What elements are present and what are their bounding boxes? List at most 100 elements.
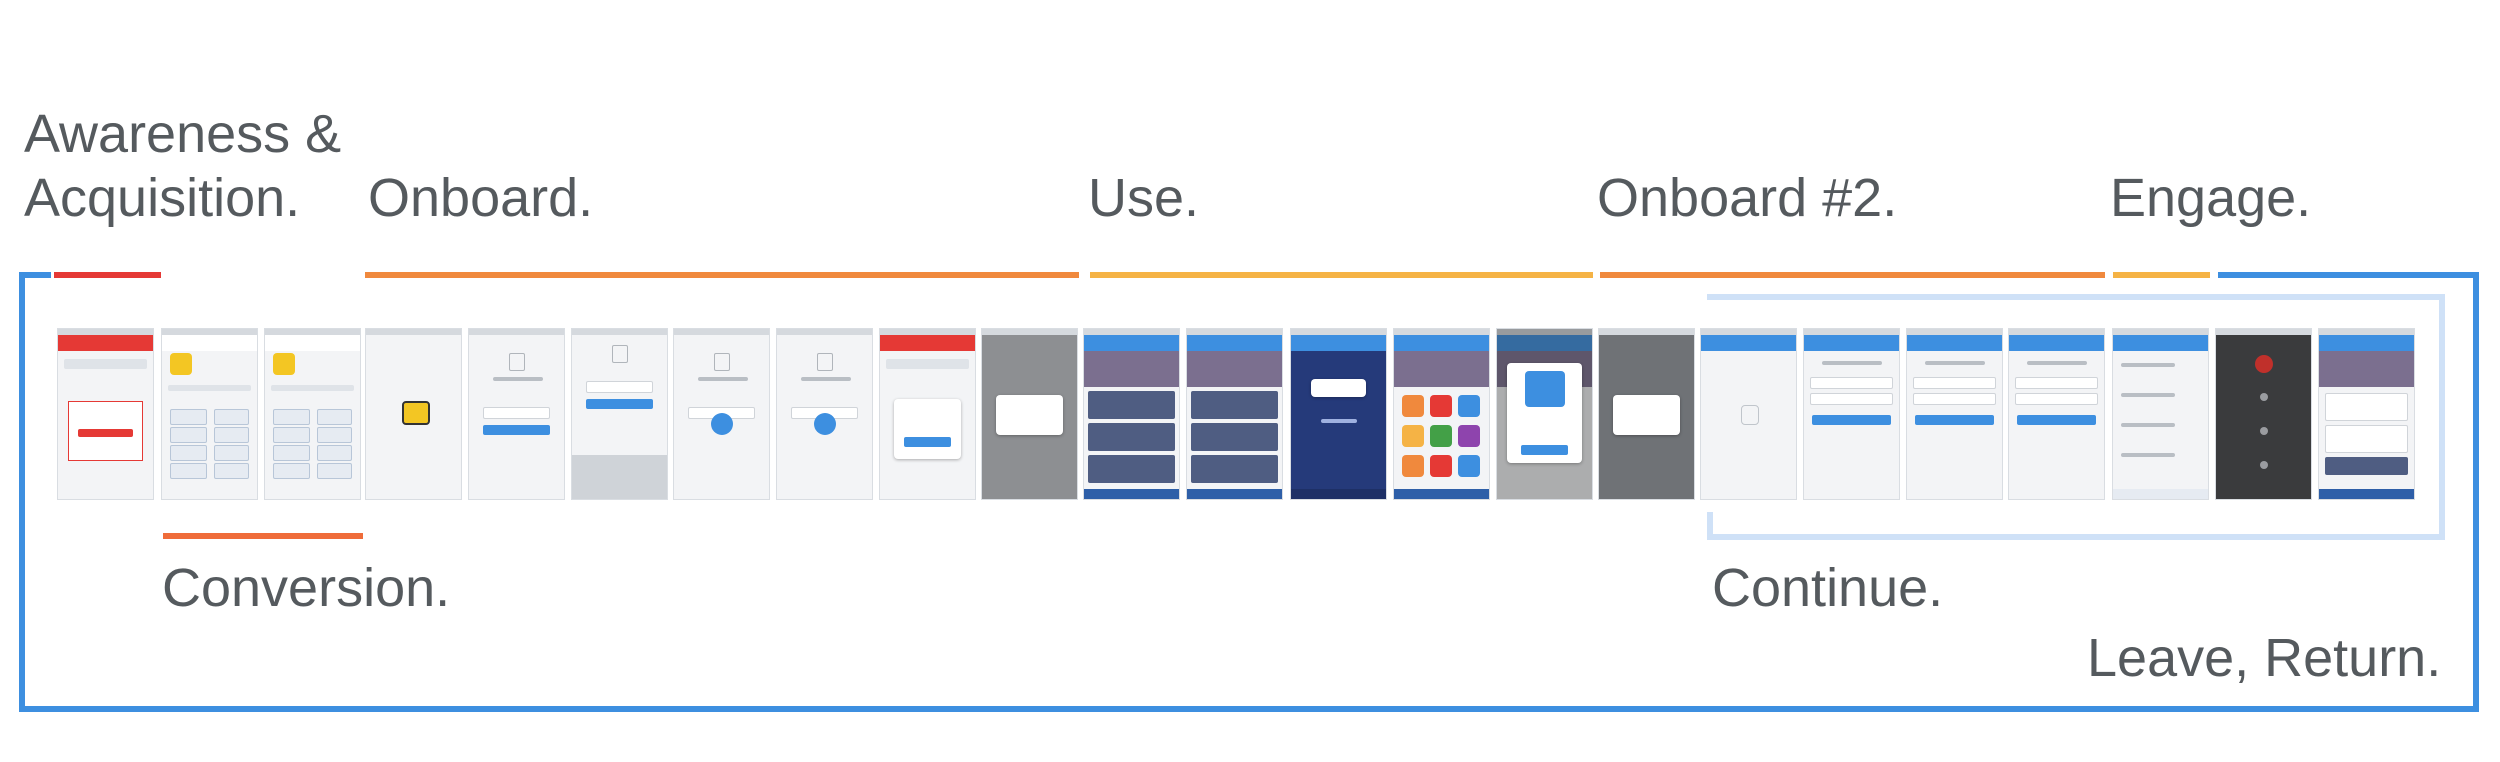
row-shape	[2325, 393, 2408, 421]
status-shape	[1497, 329, 1592, 335]
row-shape	[1810, 393, 1893, 405]
sq-shape	[1458, 395, 1480, 417]
dot-shape	[2260, 461, 2268, 469]
row-shape	[64, 359, 147, 369]
topbar-shape	[162, 335, 257, 351]
hero-shape	[2319, 351, 2414, 387]
status-shape	[1187, 329, 1282, 335]
sq-shape	[817, 353, 833, 371]
sq-shape	[1430, 425, 1452, 447]
topbar-shape	[1804, 335, 1899, 351]
sq-shape	[1402, 425, 1424, 447]
tabbar-shape	[2319, 489, 2414, 499]
row-shape	[2325, 425, 2408, 453]
btn-shape	[1915, 415, 1994, 425]
row-shape	[170, 427, 207, 443]
row-shape	[214, 409, 249, 425]
row-shape	[1191, 455, 1278, 483]
hero-shape	[1187, 351, 1282, 387]
app-screen-thumbnail	[57, 328, 154, 500]
txt-shape	[2121, 393, 2175, 397]
sq-shape	[170, 353, 192, 375]
stage-leave-return: Leave, Return.	[2087, 628, 2442, 688]
conversion-bar	[163, 533, 363, 539]
stage-use: Use.	[1088, 168, 1200, 228]
row-shape	[886, 359, 969, 369]
topbar-shape	[1291, 335, 1386, 351]
sq-shape	[1458, 455, 1480, 477]
status-shape	[162, 329, 257, 335]
row-shape	[1088, 391, 1175, 419]
row-shape	[273, 427, 310, 443]
app-screen-thumbnail	[1598, 328, 1695, 500]
status-shape	[58, 329, 153, 335]
stage-label-line: Awareness &	[24, 104, 342, 164]
status-shape	[2113, 329, 2208, 335]
app-screen-thumbnail	[1906, 328, 2003, 500]
app-screen-thumbnail	[981, 328, 1078, 500]
topbar-shape	[1907, 335, 2002, 351]
app-screen-thumbnail	[2318, 328, 2415, 500]
app-screen-thumbnail	[468, 328, 565, 500]
onboard-bar	[365, 272, 1079, 278]
leave-return-frame	[19, 272, 2479, 712]
hero-shape	[1084, 351, 1179, 387]
onboard-2-bar	[1600, 272, 2105, 278]
dot-shape	[2260, 427, 2268, 435]
tabbar-shape	[1187, 489, 1282, 499]
status-shape	[1907, 329, 2002, 335]
txt-shape	[1925, 361, 1985, 365]
stage-continue: Continue.	[1712, 558, 1944, 618]
dot-shape	[2255, 355, 2273, 373]
row-shape	[170, 463, 207, 479]
stage-engage: Engage.	[2110, 168, 2312, 228]
app-screen-thumbnail	[2112, 328, 2209, 500]
row-shape	[214, 445, 249, 461]
sq-shape	[1402, 395, 1424, 417]
row-shape	[1191, 391, 1278, 419]
status-shape	[1804, 329, 1899, 335]
tabbar-shape	[1394, 489, 1489, 499]
row-shape	[317, 409, 352, 425]
row-shape	[2015, 377, 2098, 389]
btn-shape	[483, 425, 550, 435]
sq-shape	[612, 345, 628, 363]
keys-shape	[572, 455, 667, 499]
row-shape	[2325, 457, 2408, 475]
sq-shape	[1430, 455, 1452, 477]
txt-shape	[1321, 419, 1357, 423]
dot-shape	[2260, 393, 2268, 401]
app-screen-thumbnail	[1186, 328, 1283, 500]
row-shape	[1913, 377, 1996, 389]
topbar-shape	[880, 335, 975, 351]
sq-shape	[1458, 425, 1480, 447]
row-shape	[78, 429, 133, 437]
dot-shape	[814, 413, 836, 435]
leave-return-frame-top-right	[2218, 272, 2479, 278]
sq-shape	[1741, 405, 1759, 425]
status-shape	[469, 329, 564, 335]
status-shape	[1084, 329, 1179, 335]
stage-onboard: Onboard.	[368, 168, 594, 228]
btn-shape	[586, 399, 653, 409]
status-shape	[1599, 329, 1694, 335]
txt-shape	[493, 377, 543, 381]
btn-shape	[904, 437, 951, 447]
txt-shape	[801, 377, 851, 381]
app-screen-thumbnail	[2215, 328, 2312, 500]
app-screen-thumbnail	[1496, 328, 1593, 500]
app-screen-thumbnail	[1803, 328, 1900, 500]
status-shape	[366, 329, 461, 335]
hero-shape	[1394, 351, 1489, 387]
topbar-shape	[265, 335, 360, 351]
txt-shape	[2121, 363, 2175, 367]
row-shape	[483, 407, 550, 419]
app-screen-thumbnail	[264, 328, 361, 500]
sq-shape	[1402, 455, 1424, 477]
topbar-shape	[58, 335, 153, 351]
dialog-shape	[894, 399, 961, 459]
btn-shape	[1521, 445, 1568, 455]
row-shape	[170, 445, 207, 461]
row-shape	[317, 463, 352, 479]
row-shape	[214, 427, 249, 443]
